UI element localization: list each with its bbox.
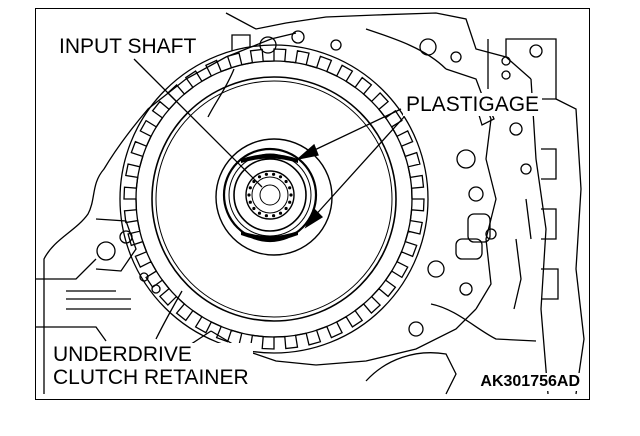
transaxle-drawing [36, 12, 585, 395]
underdrive-leader [155, 290, 183, 340]
shaft-spline-dot [278, 211, 283, 215]
shaft-spline-dot [272, 172, 276, 176]
shaft-spline-dot [264, 172, 268, 176]
shaft-spline-dot [289, 193, 293, 197]
shaft-spline-dot [272, 214, 276, 218]
underdrive-label-line1: UNDERDRIVE [53, 343, 192, 366]
plastigage-leader-bottom [311, 116, 405, 220]
shaft-spline-dot [252, 206, 256, 211]
underdrive-clutch-retainer-label: UNDERDRIVE CLUTCH RETAINER [50, 343, 253, 390]
plastigage-leader-top [303, 108, 402, 156]
plastigage-strip-top [241, 154, 298, 163]
shaft-spline-dot [284, 179, 288, 184]
plastigage-label: PLASTIGAGE [403, 93, 543, 116]
shaft-spline-dot [278, 175, 283, 179]
shaft-spline-dot [257, 175, 262, 179]
shaft-spline-dot [248, 186, 252, 190]
shaft-spline-dot [252, 179, 256, 184]
figure-code: AK301756AD [477, 373, 583, 391]
input-shaft-leader [133, 58, 263, 188]
plastigage-strip-bottom [241, 231, 298, 241]
shaft-spline-dot [257, 211, 262, 215]
case-outline-right [530, 78, 549, 395]
shaft-spline-dot [288, 186, 292, 190]
input-shaft-label: INPUT SHAFT [56, 35, 200, 58]
retainer-outer-ring [119, 44, 429, 354]
diagram-frame: INPUT SHAFT PLASTIGAGE UNDERDRIVE CLUTCH… [35, 8, 590, 400]
underdrive-label-line2: CLUTCH RETAINER [53, 365, 249, 389]
case-outline-left [43, 32, 297, 394]
shaft-spline-dot [284, 206, 288, 211]
shaft-spline-dot [288, 200, 292, 204]
shaft-spline-dot [247, 193, 251, 197]
case-outline-top [225, 12, 532, 80]
shaft-spline-dot [248, 200, 252, 204]
input-shaft [245, 170, 295, 220]
shaft-spline-dot [264, 214, 268, 218]
underdrive-clutch-retainer [151, 76, 397, 322]
